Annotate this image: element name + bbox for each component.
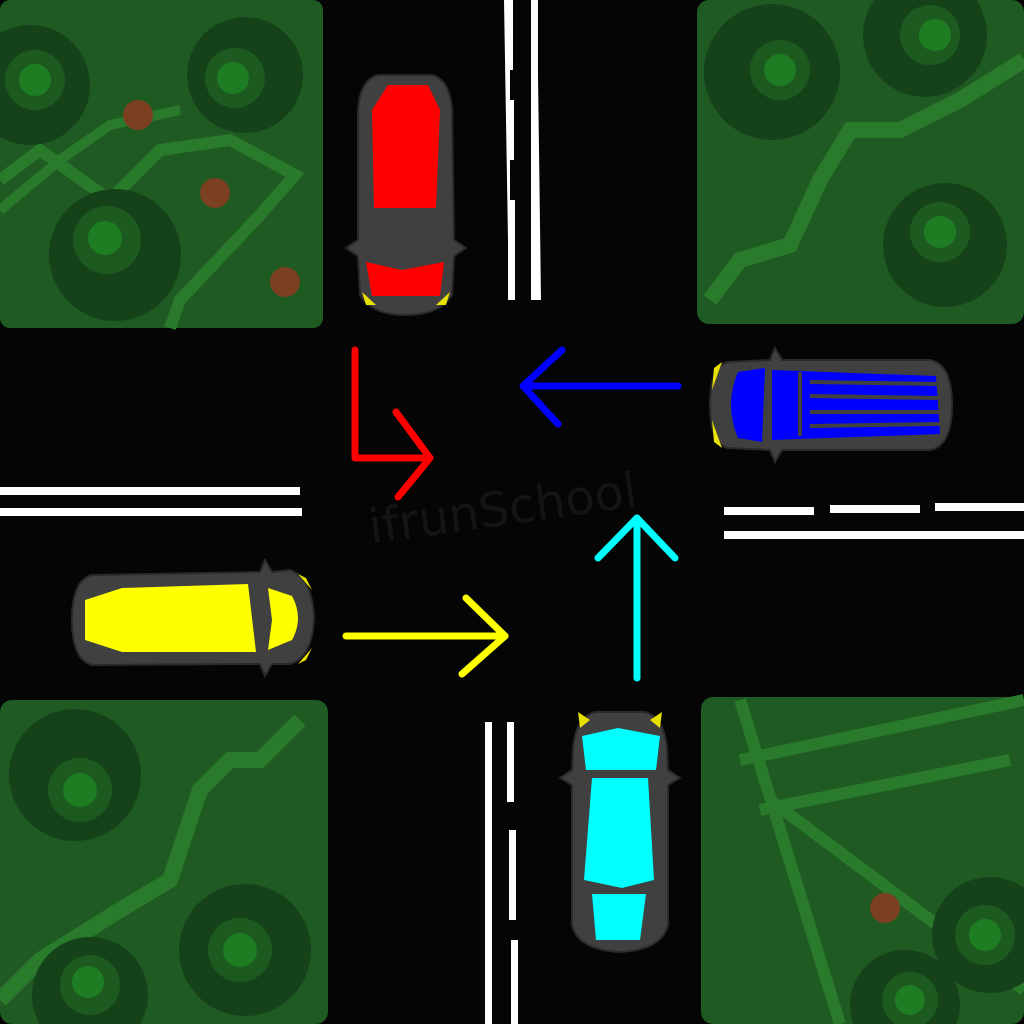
grass-block-top-right [697, 0, 1024, 324]
lane-markings-west [0, 487, 302, 516]
tree [9, 709, 141, 841]
tree [863, 0, 987, 97]
cyan-car[interactable] [558, 711, 682, 954]
tree [0, 25, 90, 145]
tree [179, 884, 311, 1016]
grass-block-bottom-left [0, 700, 328, 1024]
cyan-arrow-straight [594, 514, 679, 682]
red-car[interactable] [344, 74, 468, 317]
tree [49, 189, 181, 321]
yellow-arrow-straight [342, 594, 509, 678]
tree [932, 877, 1024, 993]
tree [32, 937, 148, 1024]
grass-block-bottom-right [701, 694, 1024, 1024]
blue-arrow-straight [519, 346, 682, 428]
tree [704, 4, 840, 140]
yellow-car[interactable] [70, 557, 316, 679]
tree [883, 183, 1007, 307]
tree [187, 17, 303, 133]
flower [123, 100, 153, 130]
lane-markings-south [485, 722, 518, 1024]
tree [850, 950, 960, 1024]
flower [870, 893, 900, 923]
grass-block-top-left [0, 0, 323, 331]
flower [270, 267, 300, 297]
flower [200, 178, 230, 208]
blue-car[interactable] [708, 345, 954, 465]
red-turn-arrow [351, 346, 434, 501]
lane-markings-east [724, 503, 1024, 539]
lane-markings-north-dashed [506, 0, 538, 300]
